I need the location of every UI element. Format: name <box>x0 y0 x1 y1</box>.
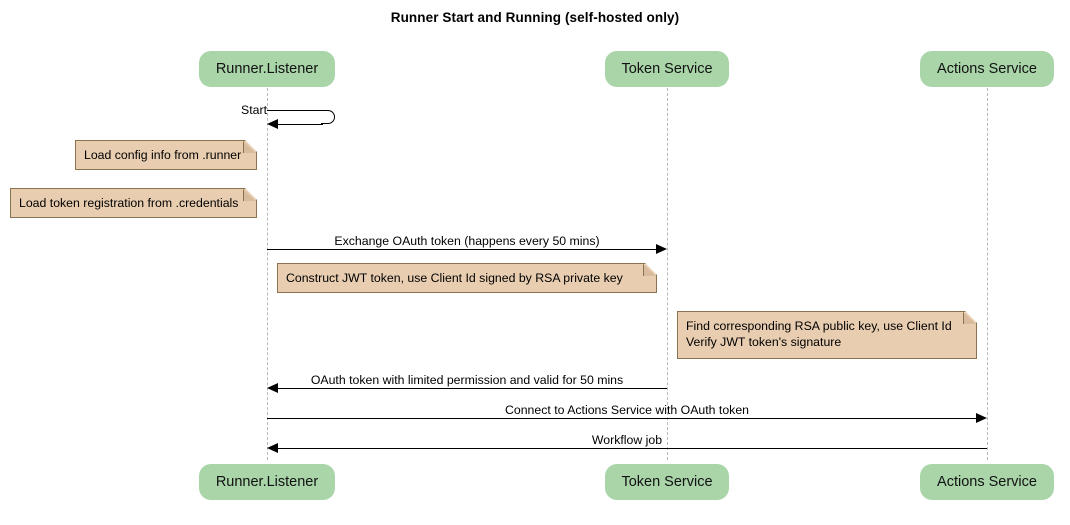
message-start-bottom-segment <box>278 124 323 125</box>
participant-label: Token Service <box>621 61 713 77</box>
message-exchange-oauth-token-line <box>267 249 656 250</box>
message-label-exchange-oauth-token: Exchange OAuth token (happens every 50 m… <box>334 234 600 248</box>
note-text: Construct JWT token, use Client Id signe… <box>286 271 623 285</box>
lifeline-runner <box>267 88 268 460</box>
note-text-line-2: Verify JWT token's signature <box>686 335 842 349</box>
note-text: Load config info from .runner <box>84 148 242 162</box>
participant-label: Runner.Listener <box>215 61 319 77</box>
participant-label: Token Service <box>621 474 713 490</box>
lifeline-token <box>667 88 668 460</box>
note-fold-corner-icon <box>243 189 256 201</box>
message-oauth-token-response-arrowhead <box>267 383 278 393</box>
participant-runner-listener-bottom[interactable]: Runner.Listener <box>199 464 335 500</box>
message-start-arrowhead <box>267 119 278 129</box>
message-start-loop <box>321 110 335 124</box>
note-fold-corner-icon <box>243 141 256 153</box>
note-load-config: Load config info from .runner <box>75 140 257 170</box>
note-verify-jwt: Find corresponding RSA public key, use C… <box>677 311 977 359</box>
note-construct-jwt: Construct JWT token, use Client Id signe… <box>277 263 657 293</box>
message-label-workflow-job: Workflow job <box>591 433 663 447</box>
participant-actions-service-bottom[interactable]: Actions Service <box>920 464 1054 500</box>
lifeline-actions <box>987 88 988 460</box>
message-connect-actions-service-line <box>267 418 976 419</box>
message-label-oauth-token-response: OAuth token with limited permission and … <box>310 373 624 387</box>
message-workflow-job-line <box>278 448 987 449</box>
note-load-token-registration: Load token registration from .credential… <box>10 188 257 218</box>
note-fold-corner-icon <box>643 264 656 276</box>
message-oauth-token-response-line <box>278 388 667 389</box>
note-fold-corner-icon <box>963 312 976 324</box>
message-start-top-segment <box>267 110 323 111</box>
participant-label: Actions Service <box>937 61 1037 77</box>
note-text-line-1: Find corresponding RSA public key, use C… <box>686 319 952 333</box>
participant-token-service-bottom[interactable]: Token Service <box>605 464 729 500</box>
message-workflow-job-arrowhead <box>267 443 278 453</box>
participant-label: Runner.Listener <box>215 474 319 490</box>
message-label-connect-actions-service: Connect to Actions Service with OAuth to… <box>504 403 750 417</box>
diagram-title: Runner Start and Running (self-hosted on… <box>390 10 680 25</box>
participant-actions-service-top[interactable]: Actions Service <box>920 51 1054 87</box>
participant-runner-listener-top[interactable]: Runner.Listener <box>199 51 335 87</box>
participant-label: Actions Service <box>937 474 1037 490</box>
message-label-start: Start <box>241 103 267 117</box>
participant-token-service-top[interactable]: Token Service <box>605 51 729 87</box>
message-exchange-oauth-token-arrowhead <box>656 244 667 254</box>
note-text: Load token registration from .credential… <box>19 196 239 210</box>
message-connect-actions-service-arrowhead <box>976 413 987 423</box>
